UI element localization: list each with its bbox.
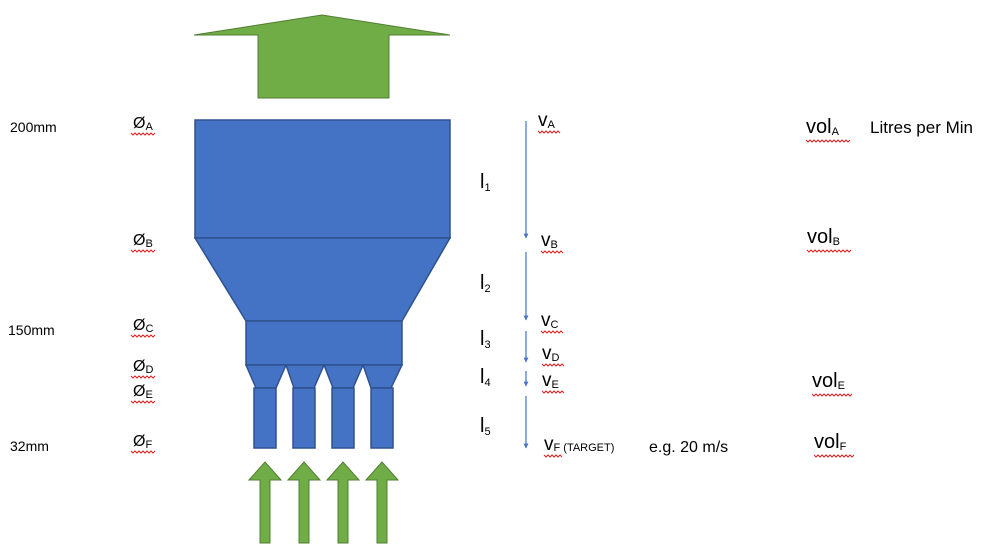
velocity-f: vF (TARGET) <box>544 434 614 455</box>
volume-f: volF <box>814 431 847 453</box>
funnel-2 <box>284 364 326 389</box>
volume-unit: Litres per Min <box>870 118 973 137</box>
section-c-cylinder <box>245 320 403 366</box>
inlet-arrow-2 <box>286 461 322 544</box>
diameter-d: ØD <box>133 358 153 376</box>
velocity-c: vC <box>541 310 559 331</box>
section-b-cone <box>193 237 452 322</box>
velocity-a: vA <box>538 110 556 131</box>
velocity-labels: vA vB vC vD vE vF (TARGET) <box>537 110 614 458</box>
funnel-3 <box>322 364 365 389</box>
diameter-b: ØB <box>133 232 153 250</box>
length-l4: l4 <box>480 366 491 389</box>
length-l2: l2 <box>480 272 491 295</box>
tube-1 <box>253 387 277 449</box>
size-label-a: 200mm <box>10 119 57 135</box>
funnel-4 <box>361 364 404 389</box>
velocity-e: vE <box>542 370 559 391</box>
length-labels: l1 l2 l3 l4 l5 <box>480 171 491 438</box>
outlet-arrow <box>193 14 451 99</box>
velocity-d: vD <box>542 343 560 364</box>
length-l1: l1 <box>480 171 491 194</box>
duct-body <box>193 119 452 449</box>
volume-e: volE <box>812 370 845 392</box>
diameter-labels: ØA ØB ØC ØD ØE ØF <box>130 115 156 454</box>
tube-3 <box>331 387 355 449</box>
target-velocity-note: e.g. 20 m/s <box>649 439 728 456</box>
inlet-arrow-3 <box>325 461 361 544</box>
length-l3: l3 <box>480 328 491 351</box>
funnel-1 <box>244 364 288 389</box>
velocity-b: vB <box>541 230 558 251</box>
volume-a: volA <box>806 116 840 138</box>
inlet-arrow-4 <box>364 461 400 544</box>
size-label-f: 32mm <box>10 438 49 454</box>
diameter-c: ØC <box>133 317 153 335</box>
length-l5: l5 <box>480 415 491 438</box>
diameter-f: ØF <box>133 433 152 451</box>
section-a-cylinder <box>194 119 451 239</box>
diameter-a: ØA <box>133 115 153 133</box>
inlet-arrow-1 <box>247 461 283 544</box>
volume-labels: volA Litres per Min volB volE volF <box>805 116 973 458</box>
volume-b: volB <box>807 226 840 248</box>
tube-2 <box>292 387 316 449</box>
inlet-arrows <box>247 461 400 544</box>
size-label-c: 150mm <box>8 322 55 338</box>
diameter-e: ØE <box>133 383 153 401</box>
tube-4 <box>370 387 394 449</box>
